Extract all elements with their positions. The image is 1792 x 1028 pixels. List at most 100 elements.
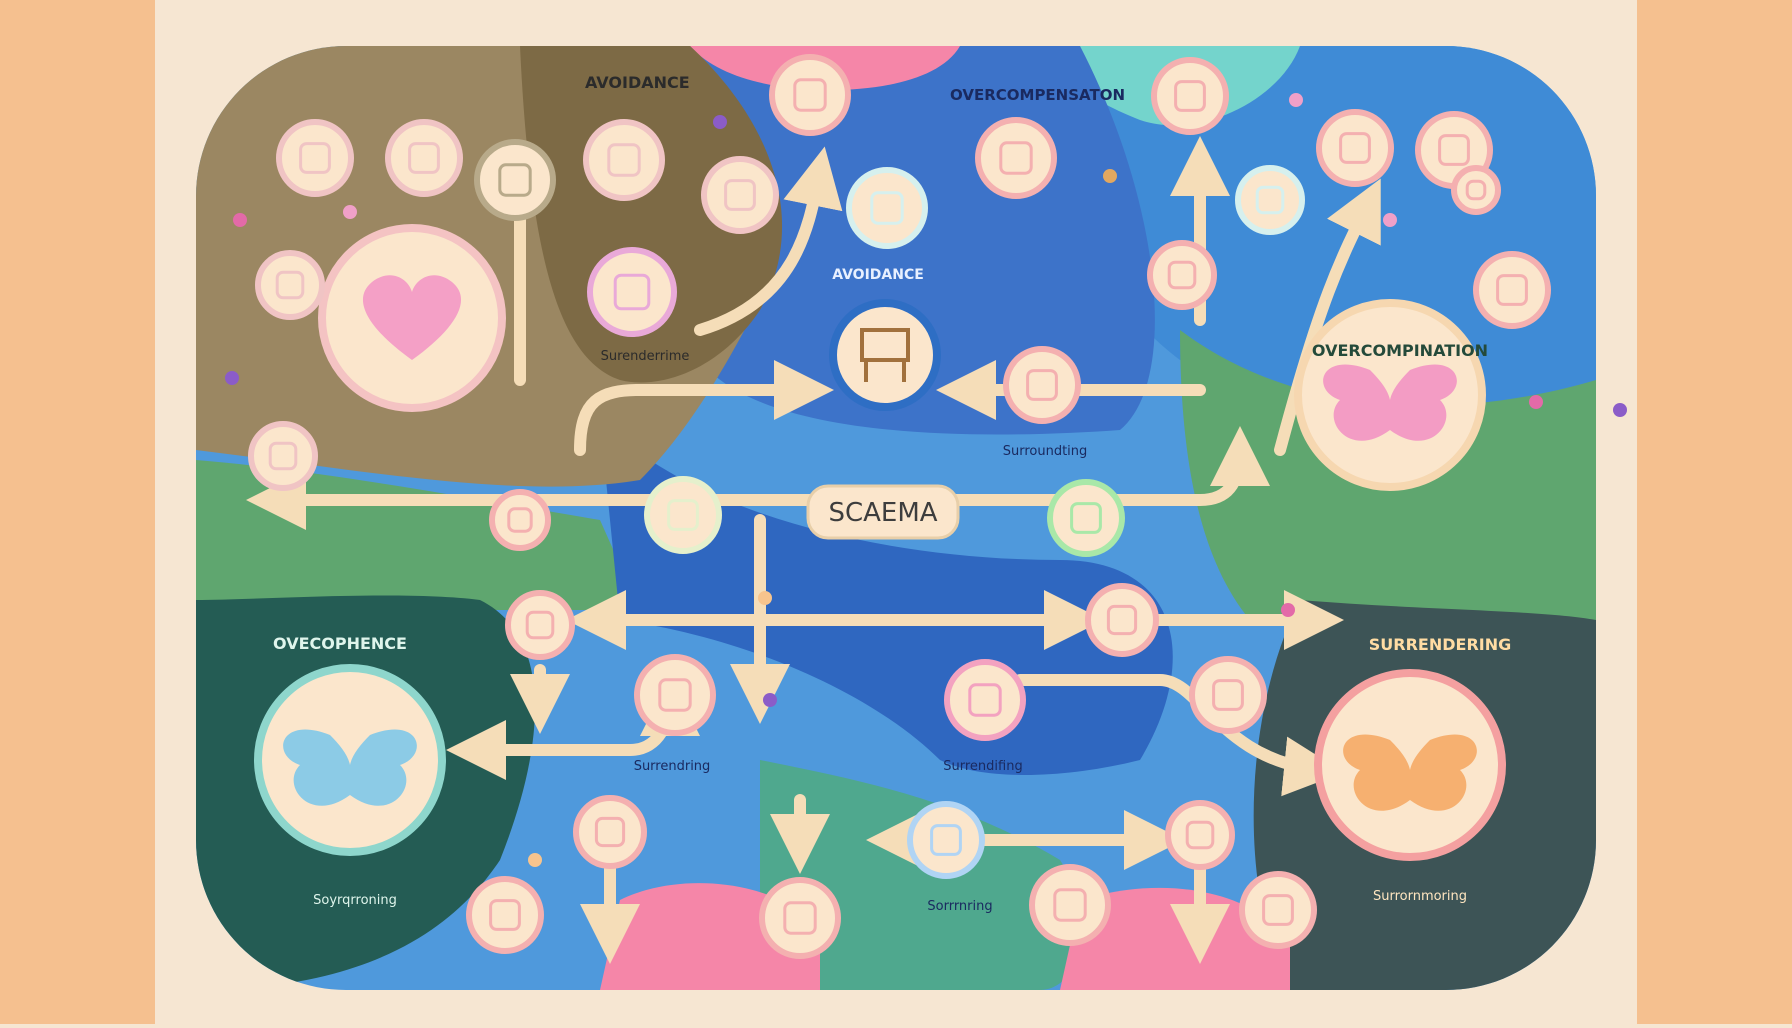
frame-icon: [1438, 134, 1470, 166]
label-surrounding-bottom: Sorrrnring: [927, 899, 992, 914]
confetti-dot: [343, 205, 357, 219]
big-circle-pink-butterfly: [1294, 299, 1486, 491]
center-schema-box: SCAEMA: [806, 484, 960, 540]
confetti-dot: [225, 371, 239, 385]
node-person-icon: [255, 250, 325, 320]
arrow-up-center: [694, 146, 843, 336]
node-envelope-icon: [1316, 109, 1394, 187]
node-heart-icon: [1029, 864, 1111, 946]
confetti-dot: [763, 693, 777, 707]
node-lotus-icon: [587, 247, 677, 337]
target-icon: [930, 824, 962, 856]
confetti-dot: [1613, 403, 1627, 417]
confetti-dot: [713, 115, 727, 129]
node-envelope-icon: [644, 476, 722, 554]
head-silhouette-icon: [498, 163, 532, 197]
big-circle-orange-butterfly: [1314, 669, 1506, 861]
confetti-dot: [1383, 213, 1397, 227]
frame-icon: [607, 143, 641, 177]
node-tag-icon: [701, 156, 779, 234]
node-lightbulb-icon: [466, 876, 544, 954]
label-overcompensation-top: OVERCOMPENSATON: [950, 86, 1125, 104]
heart-icon: [1174, 80, 1206, 112]
label-surrounding-right-bottom: Surrornmoring: [1373, 889, 1467, 904]
confetti-dot: [1281, 603, 1295, 617]
drop-icon: [525, 610, 555, 640]
target-icon: [1212, 679, 1244, 711]
center-label: SCAEMA: [828, 498, 937, 528]
label-soyrqrroning: Soyrqrroning: [313, 893, 397, 908]
heart-icon: [1070, 502, 1102, 534]
drop-icon: [268, 441, 298, 471]
node-frame-icon: [759, 877, 841, 959]
section-labels: AVOIDANCE AVOIDANCE OVERCOMPENSATON OVER…: [273, 73, 1511, 914]
node-person-icon: [1147, 240, 1217, 310]
confetti-dot: [528, 853, 542, 867]
bag-icon: [299, 142, 331, 174]
map-icon: [999, 141, 1033, 175]
confetti-dot: [1103, 169, 1117, 183]
person-icon: [1167, 260, 1197, 290]
label-avoidance-mid: AVOIDANCE: [832, 267, 924, 283]
frame-icon: [783, 901, 817, 935]
big-circle-blue-butterfly: [254, 664, 446, 856]
bag-icon: [408, 142, 440, 174]
heart-icon: [1262, 894, 1294, 926]
label-surrendrig-low: Surrendifing: [943, 759, 1022, 774]
node-target-icon: [1189, 656, 1267, 734]
node-frame-icon: [583, 119, 665, 201]
lightbulb-icon: [489, 899, 521, 931]
chair-icon: [860, 328, 910, 362]
envelope-icon: [667, 499, 699, 531]
node-gear-icon: [846, 167, 928, 249]
label-surrendring-center: Surrendring: [634, 759, 711, 774]
heart-icon: [658, 678, 692, 712]
node-gear-icon: [1003, 346, 1081, 424]
node-map-icon: [975, 117, 1057, 199]
node-target-icon: [907, 801, 985, 879]
head-silhouette-icon: [793, 78, 827, 112]
node-bag-icon: [573, 795, 647, 869]
bag-icon: [594, 816, 626, 848]
confetti-dot: [233, 213, 247, 227]
label-overcompensation-right: OVERCOMPINATION: [1312, 341, 1488, 360]
right-side-bar: [1637, 0, 1792, 1024]
heart-icon: [507, 507, 533, 533]
gear-icon: [1465, 179, 1487, 201]
tag-icon: [724, 179, 756, 211]
node-heart-icon: [1047, 479, 1125, 557]
heart-icon: [1053, 888, 1087, 922]
label-avoidance-top: AVOIDANCE: [585, 73, 690, 92]
map-icon: [1255, 185, 1285, 215]
gear-icon: [1026, 369, 1058, 401]
node-head-silhouette-icon: [769, 54, 851, 136]
flow-arrows: [246, 136, 1381, 964]
envelope-icon: [1339, 132, 1371, 164]
node-drop-icon: [505, 590, 575, 660]
lotus-icon: [613, 273, 651, 311]
label-overcophence: OVECOPHENCE: [273, 634, 407, 653]
node-leaf-icon: [1165, 800, 1235, 870]
gear-icon: [870, 191, 904, 225]
confetti-dot: [1289, 93, 1303, 107]
arrow-horizontal-upper: [246, 426, 1270, 530]
tag-icon: [968, 683, 1002, 717]
node-tag-icon: [944, 659, 1026, 741]
node-bag-icon: [385, 119, 463, 197]
region-brown-dark: [520, 46, 783, 383]
leaf-icon: [1185, 820, 1215, 850]
confetti-dot: [758, 591, 772, 605]
region-green-bottom: [760, 760, 1082, 990]
person-icon: [275, 270, 305, 300]
gear-icon: [1106, 604, 1138, 636]
label-surrounding-mid: Surroundting: [1003, 444, 1088, 459]
left-side-bar: [0, 0, 155, 1024]
node-head-silhouette-icon: [474, 139, 556, 221]
butterfly-icon: [1343, 734, 1477, 811]
node-gear-icon: [1085, 583, 1159, 657]
label-surrenderrime: Surenderrime: [601, 349, 690, 364]
node-map-icon: [1235, 165, 1305, 235]
node-drop-icon: [248, 421, 318, 491]
